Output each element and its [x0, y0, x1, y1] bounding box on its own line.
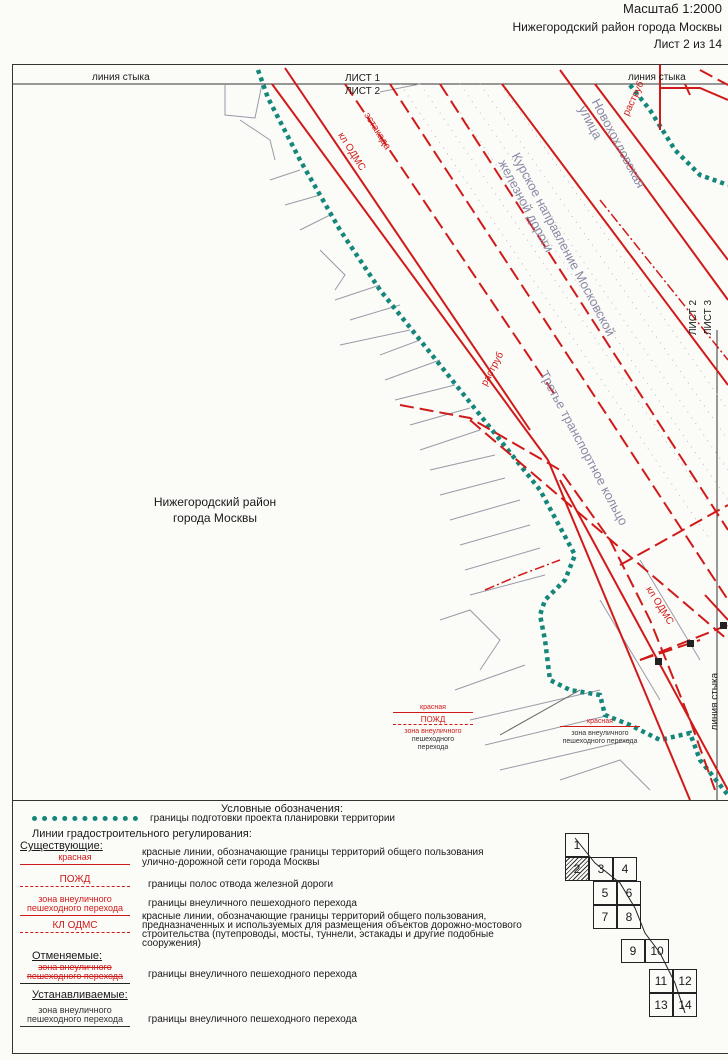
- legend-cancel-label-2: пешеходного перехода: [26, 971, 124, 981]
- project-boundary-top-right: [628, 83, 728, 188]
- legend-kl-desc-3: строительства (путепроводы, мосты, тунне…: [142, 929, 494, 940]
- tag-zone-right-2: пешеходного перехода: [562, 738, 638, 745]
- railway-tracks: [399, 83, 728, 541]
- legend-zone-desc: границы внеуличного пешеходного перехода: [148, 898, 357, 909]
- district-label: Нижегородский район города Москвы: [130, 494, 300, 526]
- legend-red-sample: красная: [20, 853, 130, 865]
- legend-pozhd-sample: ПОЖД: [20, 875, 130, 887]
- legend-kl-desc-4: сооружения): [142, 938, 201, 949]
- legend-kl-sample: КЛ ОДМС: [20, 921, 130, 933]
- legend-kl-label: КЛ ОДМС: [52, 920, 98, 931]
- legend-cancel-sample: зона внеуличного пешеходного перехода: [20, 963, 130, 984]
- boundary-markers: [655, 622, 727, 665]
- legend-cancel-label-1: зона внеуличного: [38, 962, 112, 972]
- tag-red: красная: [393, 704, 473, 713]
- railway-allotment-lines: [484, 199, 728, 591]
- red-lines-solid: [271, 65, 728, 800]
- sheet-index-9: 9: [621, 939, 645, 963]
- tag-zone-2: пешеходного: [411, 736, 455, 743]
- sheet-2-right-label: ЛИСТ 2: [688, 299, 700, 336]
- legend-red-desc-1: красные линии, обозначающие границы терр…: [142, 847, 484, 858]
- frame-bottom: [12, 1053, 728, 1054]
- sheet-index-7: 7: [593, 905, 617, 929]
- frame-top: [12, 64, 728, 65]
- junction-label-right: линия стыка: [628, 72, 686, 83]
- legend-zone-label-2: пешеходного перехода: [26, 903, 124, 913]
- legend-red-desc-2: улично-дорожной сети города Москвы: [142, 857, 320, 868]
- junction-label-vertical: линия стыка: [709, 672, 721, 731]
- red-lines-dashed: [344, 69, 728, 791]
- sheet-index: 1 2 3 4 5 6 7 8 9 10 11 12 13 14: [565, 833, 715, 1048]
- legend-pozhd-label: ПОЖД: [59, 874, 91, 885]
- legend-section: Линии градостроительного регулирования:: [32, 828, 252, 840]
- legend-new-label-2: пешеходного перехода: [26, 1014, 124, 1024]
- legend-new-sample: зона внеуличного пешеходного перехода: [20, 1006, 130, 1027]
- base-map-outlines: [224, 83, 701, 791]
- sheet-index-13: 13: [649, 993, 673, 1017]
- sheet-index-2: 2: [565, 857, 589, 881]
- district-label-line1: Нижегородский район: [153, 495, 277, 509]
- legend-new-desc: границы внеуличного пешеходного перехода: [148, 1014, 357, 1025]
- sheet-index-12: 12: [673, 969, 697, 993]
- legend-zone-sample: зона внеуличного пешеходного перехода: [20, 895, 130, 916]
- legend-new-label-1: зона внеуличного: [38, 1005, 112, 1015]
- legend-pozhd-desc: границы полос отвода железной дороги: [148, 879, 334, 890]
- sheet-index-route: [574, 837, 686, 1014]
- tag-zone-3: перехода: [417, 744, 449, 751]
- map-tag-right: красная зона внеуличного пешеходного пер…: [560, 718, 640, 746]
- sheet-index-5: 5: [593, 881, 617, 905]
- sheet-2-label: ЛИСТ 2: [345, 86, 381, 97]
- sheet-number: Лист 2 из 14: [653, 37, 722, 51]
- tag-zone-1: зона внеуличного: [404, 728, 462, 735]
- map-tag-left: красная ПОЖД зона внеуличного пешеходног…: [393, 704, 473, 752]
- sheet-1-label: ЛИСТ 1: [345, 73, 381, 84]
- map-canvas: [12, 65, 728, 800]
- legend-established: Устанавливаемые:: [32, 989, 128, 1001]
- map-title: Нижегородский район города Москвы: [512, 20, 722, 34]
- tag-leader: [499, 689, 581, 736]
- sheet-index-8: 8: [617, 905, 641, 929]
- district-label-line2: города Москвы: [173, 511, 257, 525]
- map-scale: Масштаб 1:2000: [623, 1, 722, 16]
- legend-zone-label-1: зона внеуличного: [38, 894, 112, 904]
- sheet-index-1: 1: [565, 833, 589, 857]
- sheet-3-right-label: ЛИСТ 3: [703, 299, 715, 336]
- legend-existing: Существующие:: [20, 840, 103, 852]
- tag-red-right: красная: [560, 718, 640, 727]
- sheet-index-10: 10: [645, 939, 669, 963]
- legend-cancelled: Отменяемые:: [32, 950, 103, 962]
- tag-zone-right-1: зона внеуличного: [571, 730, 629, 737]
- junction-label-left: линия стыка: [92, 72, 150, 83]
- legend-red-label: красная: [58, 852, 92, 862]
- legend-boundary-desc: границы подготовки проекта планировки те…: [150, 813, 396, 824]
- sheet-index-14: 14: [673, 993, 697, 1017]
- sheet-index-4: 4: [613, 857, 637, 881]
- legend-kl-desc-2: предназначенных и используемых для разме…: [142, 920, 522, 931]
- sheet-index-11: 11: [649, 969, 673, 993]
- project-boundary: [255, 69, 728, 797]
- legend-boundary-sample: [32, 816, 138, 821]
- legend-kl-desc-1: красные линии, обозначающие границы терр…: [142, 911, 487, 922]
- frame-left: [12, 64, 13, 1054]
- legend: Условные обозначения: границы подготовки…: [12, 800, 728, 1055]
- legend-cancel-desc: границы внеуличного пешеходного перехода: [148, 969, 357, 980]
- tag-pozhd: ПОЖД: [393, 716, 473, 725]
- legend-title: Условные обозначения:: [221, 803, 343, 815]
